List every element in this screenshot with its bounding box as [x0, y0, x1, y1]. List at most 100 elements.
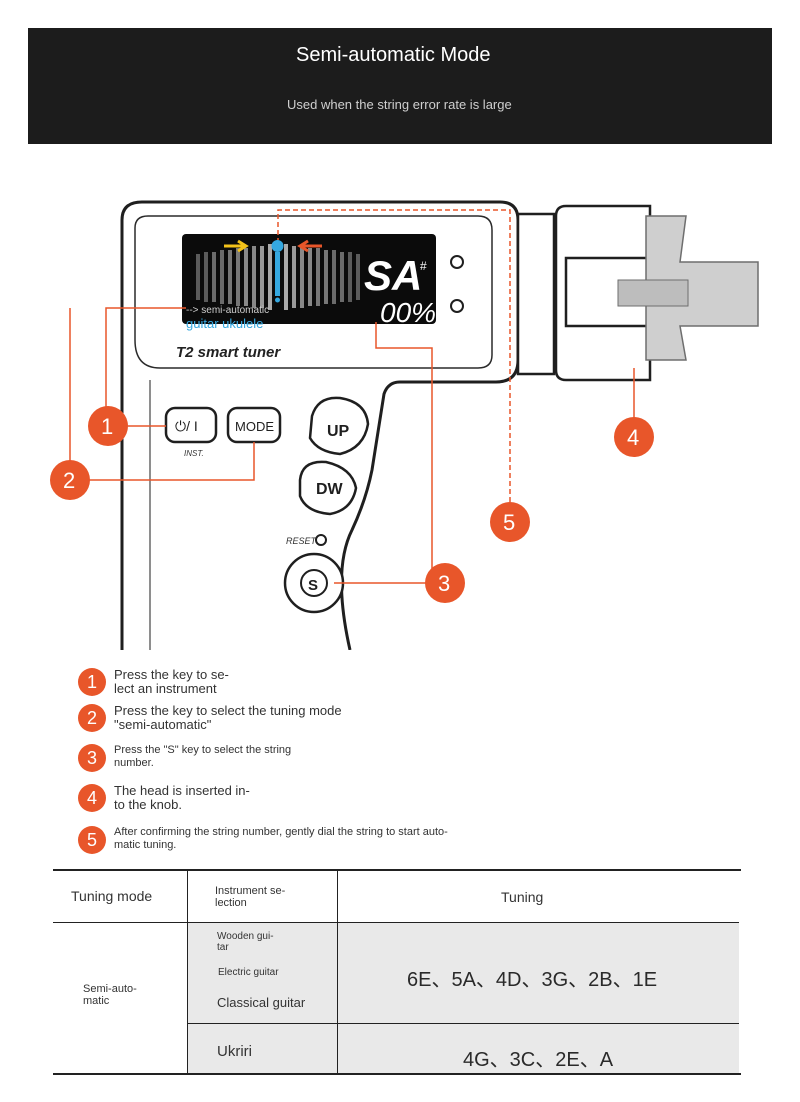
mode-line-2: matic — [83, 995, 110, 1007]
table-divider-row — [187, 1023, 739, 1024]
display-note: SA — [364, 252, 422, 299]
step-5: 5 After confirming the string number, ge… — [78, 826, 448, 854]
display-cents: 00% — [380, 297, 436, 328]
wooden-line-2: tar — [217, 942, 229, 953]
brand-label: T2 smart tuner — [176, 344, 281, 361]
callout-1-label: 1 — [101, 414, 113, 439]
down-button-label: DW — [316, 481, 344, 498]
up-button[interactable] — [308, 396, 370, 456]
meter-bars-part — [236, 248, 240, 306]
step-3-badge: 3 — [78, 744, 106, 772]
header-title: Semi-automatic Mode — [296, 44, 491, 66]
tuner-illustration: SA # 00% --> semi-automatic guitar ukule… — [50, 200, 759, 650]
meter-bars — [196, 244, 360, 310]
step-1-line-2: lect an instrument — [114, 681, 217, 696]
meter-bars-part — [284, 244, 288, 310]
s-button[interactable] — [300, 569, 328, 597]
meter-bars-part — [196, 254, 200, 300]
ukulele-tuning: 4G、3C、2E、A — [463, 1049, 614, 1071]
display-mode-label: --> semi-automatic — [186, 305, 269, 316]
step-4-line-2: to the knob. — [114, 797, 182, 812]
step-1-badge: 1 — [78, 668, 106, 696]
meter-bars-part — [260, 246, 264, 308]
meter-bars-part — [356, 254, 360, 300]
peg-knob — [645, 215, 759, 361]
step-4: 4 The head is inserted in- to the knob. — [78, 784, 250, 812]
callout-1-badge — [88, 406, 128, 446]
step-5-line-2: matic tuning. — [114, 839, 177, 851]
step-2-line-1: Press the key to select the tuning mode — [114, 703, 342, 718]
guitar-tuning: 6E、5A、4D、3G、2B、1E — [407, 969, 658, 991]
callout-lines-part — [334, 322, 433, 584]
table-divider-header — [53, 922, 739, 923]
table-divider-v1 — [187, 871, 188, 1073]
power-button[interactable] — [164, 406, 218, 444]
reset-label: RESET — [286, 536, 318, 546]
header-subtitle: Used when the string error rate is large — [287, 97, 512, 112]
led-bottom — [450, 299, 464, 313]
up-button-label: UP — [327, 423, 350, 440]
header-instrument-line-2: lection — [215, 897, 247, 909]
step-2-text: Press the key to select the tuning mode … — [114, 704, 342, 732]
step-2-line-2: "semi-automatic" — [114, 717, 212, 732]
tuner-neck — [516, 212, 556, 376]
step-3-text: Press the "S" key to select the string n… — [114, 744, 291, 770]
wooden-line-1: Wooden gui- — [217, 931, 274, 942]
power-button-label: ⏻/ I — [175, 418, 198, 434]
callout-3-badge — [425, 563, 465, 603]
meter-needle — [275, 252, 280, 296]
meter-bars-part — [308, 248, 312, 306]
meter-bars-part — [332, 250, 336, 304]
callout-4-badge — [614, 417, 654, 457]
step-5-line-1: After confirming the string number, gent… — [114, 826, 448, 838]
callout-5-label: 5 — [503, 510, 515, 535]
step-5-text: After confirming the string number, gent… — [114, 826, 448, 852]
display-instrument-label: guitar ukulele — [186, 316, 263, 331]
mode-line-1: Semi-auto- — [83, 983, 137, 995]
meter-bars-part — [324, 250, 328, 304]
meter-bars-part — [348, 252, 352, 302]
callout-lines-part — [105, 307, 186, 426]
header-banner: Semi-automatic Mode Used when the string… — [28, 28, 772, 144]
header-instrument: Instrument se- lection — [215, 885, 285, 909]
step-5-badge: 5 — [78, 826, 106, 854]
down-button[interactable] — [298, 460, 358, 516]
meter-bars-part — [252, 246, 256, 308]
callout-3-label: 3 — [438, 571, 450, 596]
led-top — [450, 255, 464, 269]
callout-5-badge — [490, 502, 530, 542]
meter-dot-bottom — [275, 297, 280, 303]
step-3: 3 Press the "S" key to select the string… — [78, 744, 291, 772]
mode-button-label: MODE — [235, 419, 274, 434]
instrument-wooden-guitar: Wooden gui- tar — [217, 931, 274, 953]
header-tuning-mode: Tuning mode — [71, 888, 153, 904]
meter-bars-part — [292, 246, 296, 308]
display-sharp: # — [420, 259, 427, 273]
step-3-line-2: number. — [114, 757, 154, 769]
callout-lines — [69, 209, 635, 584]
table-divider-v2 — [337, 871, 338, 1073]
meter-bars-part — [268, 244, 272, 310]
callout-2-label: 2 — [63, 468, 75, 493]
step-3-line-1: Press the "S" key to select the string — [114, 744, 292, 756]
peg-shaft — [617, 279, 689, 307]
tuner-face-outline — [134, 215, 493, 369]
reset-button[interactable] — [315, 534, 327, 546]
arrow-left-icon — [297, 239, 322, 253]
step-1-text: Press the key to se- lect an instrument — [114, 668, 229, 696]
step-2-badge: 2 — [78, 704, 106, 732]
callout-lines-part — [88, 442, 255, 481]
callout-lines-part — [277, 209, 511, 502]
instrument-classical-guitar: Classical guitar — [217, 995, 306, 1010]
table-body-bg — [187, 923, 739, 1073]
instrument-electric-guitar: Electric guitar — [218, 967, 279, 978]
meter-bars-part — [228, 250, 232, 304]
header-instrument-line-1: Instrument se- — [215, 885, 286, 897]
meter-bars-part — [212, 252, 216, 302]
s-button-label: S — [308, 577, 318, 594]
step-4-line-1: The head is inserted in- — [114, 783, 250, 798]
meter-dot — [271, 240, 284, 252]
step-4-text: The head is inserted in- to the knob. — [114, 784, 250, 812]
step-1-line-1: Press the key to se- — [114, 667, 229, 682]
callout-4-label: 4 — [627, 425, 639, 450]
